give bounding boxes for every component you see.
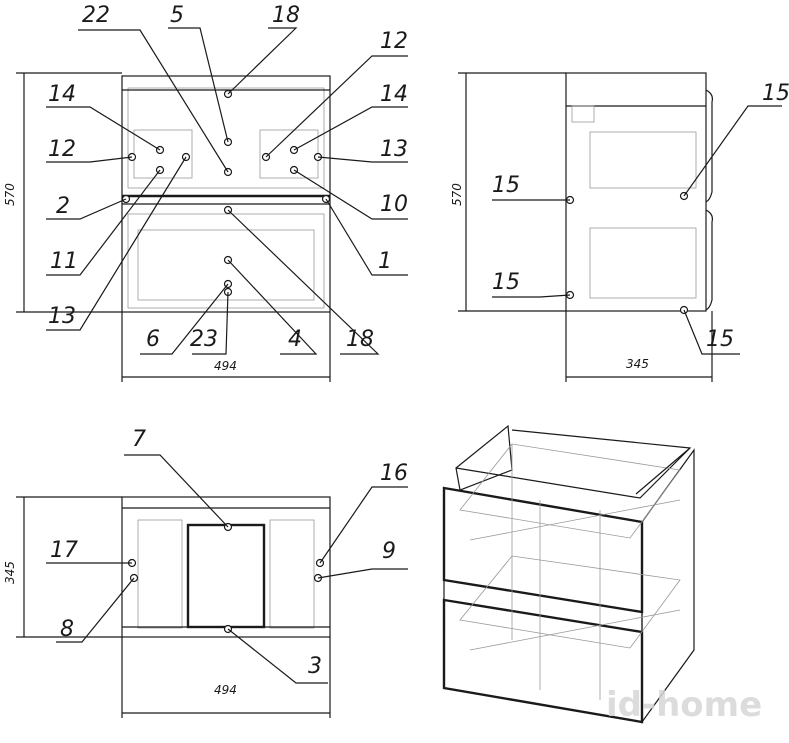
callout-9: 9 bbox=[382, 539, 396, 564]
top-depth-dim: 345 bbox=[3, 561, 17, 584]
watermark: id-home bbox=[606, 685, 762, 725]
callout-22: 22 bbox=[82, 3, 110, 28]
callout-18-top: 18 bbox=[272, 3, 300, 28]
callout-10: 10 bbox=[380, 192, 408, 217]
callout-8: 8 bbox=[60, 617, 74, 642]
callout-1: 1 bbox=[378, 249, 392, 274]
callout-15-side-upper: 15 bbox=[492, 173, 520, 198]
top-cabinet-outline bbox=[121, 496, 331, 638]
side-view: 15 15 15 15 345 570 bbox=[450, 72, 789, 382]
front-height-dim: 570 bbox=[3, 183, 17, 206]
callout-6: 6 bbox=[146, 327, 160, 352]
iso-lower-drawer-front bbox=[442, 598, 644, 724]
callout-2: 2 bbox=[56, 194, 70, 219]
callout-15-side-lower: 15 bbox=[492, 270, 520, 295]
iso-upper-drawer-front bbox=[442, 486, 644, 614]
callout-3: 3 bbox=[308, 654, 322, 679]
callout-14-right: 14 bbox=[380, 82, 408, 107]
side-depth-dim: 345 bbox=[626, 357, 649, 371]
callout-11: 11 bbox=[50, 249, 78, 274]
callout-15-side-bottom: 15 bbox=[706, 327, 734, 352]
front-upper-drawer bbox=[127, 87, 325, 189]
callout-12-right: 12 bbox=[380, 29, 408, 54]
callout-18-bottom: 18 bbox=[346, 327, 374, 352]
front-width-dim: 494 bbox=[214, 359, 237, 373]
top-width-dim: 494 bbox=[214, 683, 237, 697]
front-lower-drawer bbox=[127, 213, 325, 309]
callout-5: 5 bbox=[170, 3, 184, 28]
top-view: 7 16 17 9 8 3 494 345 bbox=[3, 427, 408, 718]
iso-side-face bbox=[641, 448, 695, 724]
front-view: 22 5 18 12 14 14 12 13 2 10 11 1 13 6 23… bbox=[3, 3, 408, 382]
isometric-view bbox=[442, 424, 695, 724]
side-cabinet-outline bbox=[565, 72, 707, 312]
callout-14-left: 14 bbox=[48, 82, 76, 107]
callout-17: 17 bbox=[50, 538, 78, 563]
callout-16: 16 bbox=[380, 461, 408, 486]
callout-12-left: 12 bbox=[48, 137, 76, 162]
callout-15-side-right: 15 bbox=[762, 81, 789, 106]
callout-23: 23 bbox=[190, 327, 218, 352]
callout-13-right: 13 bbox=[380, 137, 408, 162]
front-cabinet-outline bbox=[121, 75, 331, 313]
side-height-dim: 570 bbox=[450, 183, 464, 206]
callout-7: 7 bbox=[132, 427, 146, 452]
callout-4: 4 bbox=[288, 327, 302, 352]
callout-13-left: 13 bbox=[48, 304, 76, 329]
